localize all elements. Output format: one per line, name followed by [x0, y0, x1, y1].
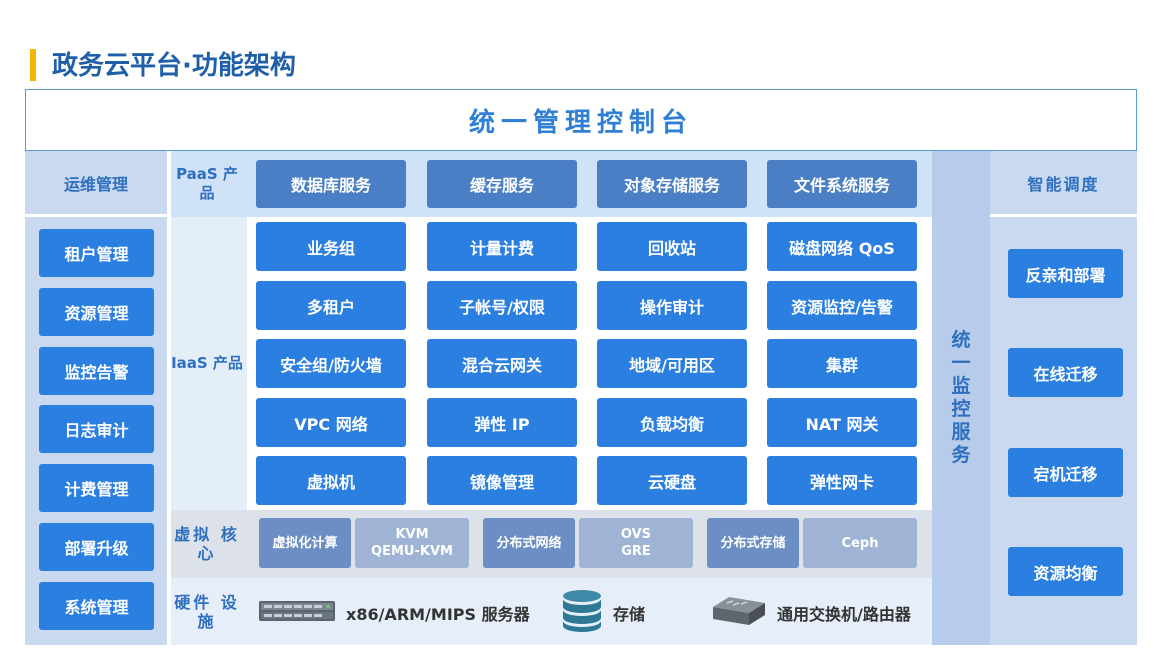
iaas-item: 云硬盘 [597, 456, 747, 505]
left-item-deploy-upgrade: 部署升级 [39, 523, 154, 571]
iaas-item: 弹性网卡 [767, 456, 917, 505]
iaas-item: 地域/可用区 [597, 339, 747, 388]
server-icon [258, 597, 336, 629]
iaas-item: 镜像管理 [427, 456, 577, 505]
layer-label-paas: PaaS 产品 [176, 165, 238, 202]
layer-label-hw: 硬件 设施 [174, 592, 240, 631]
iaas-item: 计量计费 [427, 222, 577, 271]
virt-ovs-line2: GRE [621, 544, 651, 559]
scheduling-header: 智能调度 [990, 151, 1137, 217]
iaas-item: 安全组/防火墙 [256, 339, 406, 388]
left-item-log-audit: 日志审计 [39, 405, 154, 453]
left-item-system: 系统管理 [39, 582, 154, 630]
iaas-item: 子帐号/权限 [427, 281, 577, 330]
virt-ovs-line1: OVS [620, 527, 652, 542]
right-item-resource-balance: 资源均衡 [1008, 547, 1123, 596]
paas-item-file-system: 文件系统服务 [767, 160, 917, 208]
hw-switch-label: 通用交换机/路由器 [777, 605, 911, 624]
iaas-item: 集群 [767, 339, 917, 388]
paas-item-database: 数据库服务 [256, 160, 406, 208]
virt-item-kvm: KVM QEMU-KVM [355, 518, 469, 568]
iaas-item: 资源监控/告警 [767, 281, 917, 330]
iaas-item: 混合云网关 [427, 339, 577, 388]
console-label: 统一管理控制台 [468, 107, 693, 138]
router-icon [711, 593, 767, 633]
layer-label-iaas: IaaS 产品 [171, 354, 243, 372]
left-item-billing: 计费管理 [39, 464, 154, 512]
monitor-label: 统一监控服务 [951, 329, 971, 466]
hw-storage: 存储 [561, 590, 645, 636]
paas-item-cache: 缓存服务 [427, 160, 577, 208]
virt-kvm-line2: QEMU-KVM [371, 544, 453, 559]
virt-item-storage: 分布式存储 [707, 518, 799, 568]
left-item-monitor-alert: 监控告警 [39, 347, 154, 395]
iaas-item: NAT 网关 [767, 398, 917, 447]
iaas-item: 虚拟机 [256, 456, 406, 505]
right-item-failover-migration: 宕机迁移 [1008, 448, 1123, 497]
virt-item-ovs: OVS GRE [579, 518, 693, 568]
virt-item-ceph: Ceph [803, 518, 917, 568]
right-item-anti-affinity: 反亲和部署 [1008, 249, 1123, 298]
unified-monitoring-column: 统一监控服务 [932, 151, 990, 645]
iaas-item: 弹性 IP [427, 398, 577, 447]
ops-management-header: 运维管理 [25, 151, 167, 217]
paas-item-object-storage: 对象存储服务 [597, 160, 747, 208]
virt-item-network: 分布式网络 [483, 518, 575, 568]
layer-label-virt: 虚拟 核心 [174, 525, 240, 563]
iaas-item: 操作审计 [597, 281, 747, 330]
hw-server-label: x86/ARM/MIPS 服务器 [346, 605, 530, 624]
hw-server: x86/ARM/MIPS 服务器 [258, 590, 530, 636]
iaas-item: 多租户 [256, 281, 406, 330]
database-icon [561, 589, 603, 637]
virt-kvm-line1: KVM [395, 527, 429, 542]
scheduling-panel: 智能调度 反亲和部署 在线迁移 宕机迁移 资源均衡 [990, 151, 1137, 645]
iaas-item: 回收站 [597, 222, 747, 271]
ops-management-panel: 运维管理 租户管理 资源管理 监控告警 日志审计 计费管理 部署升级 系统管理 [25, 151, 167, 645]
iaas-item: VPC 网络 [256, 398, 406, 447]
left-item-resource: 资源管理 [39, 288, 154, 336]
left-item-tenant: 租户管理 [39, 229, 154, 277]
hw-switch: 通用交换机/路由器 [711, 590, 911, 636]
unified-console: 统一管理控制台 [25, 89, 1137, 151]
iaas-item: 业务组 [256, 222, 406, 271]
right-item-live-migration: 在线迁移 [1008, 348, 1123, 397]
hw-storage-label: 存储 [613, 605, 646, 624]
iaas-item: 负载均衡 [597, 398, 747, 447]
title-accent-bar [30, 49, 36, 81]
page-title: 政务云平台·功能架构 [52, 51, 296, 81]
virt-item-compute: 虚拟化计算 [259, 518, 351, 568]
iaas-item: 磁盘网络 QoS [767, 222, 917, 271]
